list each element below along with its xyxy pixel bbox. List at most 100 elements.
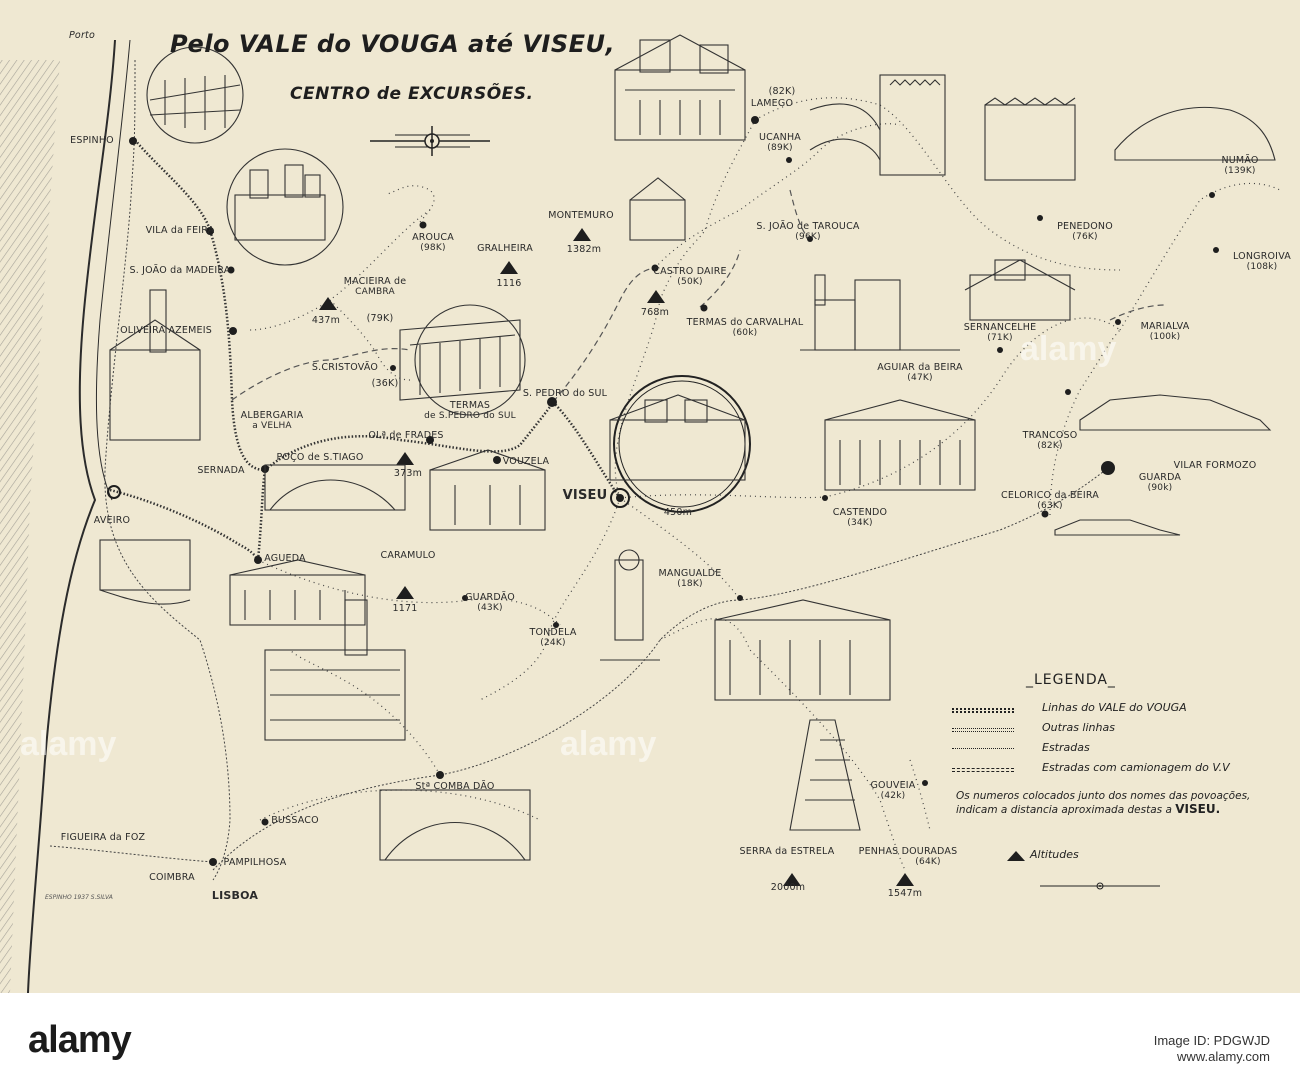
label-gralheira: GRALHEIRA — [477, 243, 533, 254]
coastline-inner — [95, 39, 131, 501]
legend-swatch-outras — [952, 728, 1014, 732]
legend-swatch-camionagem — [952, 768, 1014, 772]
legend-swatch-estradas — [952, 748, 1014, 749]
map-title: Pelo VALE do VOUGA até VISEU, — [170, 30, 616, 58]
label-mangualde: MANGUALDE(18K) — [658, 568, 722, 589]
label-penhas-douradas: PENHAS DOURADAS(64K) — [858, 846, 958, 867]
label-montemuro: MONTEMURO — [548, 210, 614, 221]
watermark: alamy — [1020, 330, 1117, 368]
label-coimbra: COIMBRA — [149, 872, 195, 883]
label-lamego-dist: (82K) — [768, 86, 796, 97]
label-s-pedro-sul: S. PEDRO do SUL — [522, 388, 608, 399]
label-s-cristovao: S.CRISTOVÃO — [311, 362, 379, 373]
label-figueira: FIGUEIRA da FOZ — [60, 832, 146, 843]
legend-title: _LEGENDA_ — [1026, 672, 1116, 688]
legend-row-vale-vouga: Linhas do VALE do VOUGA — [950, 701, 1270, 716]
label-pc-alt: 373m — [393, 468, 423, 479]
label-s-cristovao-dist: (36K) — [371, 378, 399, 389]
label-marialva: MARIALVA(100k) — [1140, 321, 1190, 342]
alamy-logo: alamy — [28, 1019, 132, 1061]
label-vouzela: VOUZELA — [502, 456, 550, 467]
label-sernada: SERNADA — [197, 465, 245, 476]
label-s-joao-tarouca: S. JOÃO de TAROUCA(96K) — [756, 221, 860, 242]
camionagem-roads — [231, 189, 1166, 403]
label-arouca: AROUCA(98K) — [412, 232, 454, 253]
footer-bar: alamy Image ID: PDGWJD www.alamy.com — [0, 993, 1300, 1083]
label-viseu: VISEU — [562, 488, 608, 503]
label-pampilhosa: PAMPILHOSA — [223, 857, 287, 868]
label-gralheira-alt: 1116 — [496, 278, 522, 289]
label-montemuro-alt: 1382m — [566, 244, 602, 255]
label-termas-carvalhal: TERMAS do CARVALHAL(60k) — [686, 317, 804, 338]
legend-text-camionagem: Estradas com camionagem do V.V — [1042, 761, 1230, 774]
label-ucanha: UCANHA(89K) — [758, 132, 802, 153]
legend-row-outras: Outras linhas — [950, 721, 1270, 736]
label-oliveira-azemeis: OLIVEIRA AZEMEIS — [120, 325, 212, 336]
watermark: alamy — [20, 725, 117, 763]
label-poco-tiago: POÇO de S.TIAGO — [276, 452, 364, 463]
sea-area — [0, 60, 60, 993]
label-serra-estrela: SERRA da ESTRELA — [739, 846, 835, 857]
label-bussaco: BUSSACO — [271, 815, 319, 826]
site-url: www.alamy.com — [1177, 1049, 1270, 1064]
label-oliveira-frades: OLª de FRADES — [368, 430, 444, 441]
label-santa-comba: Stª COMBA DÃO — [415, 781, 495, 792]
label-s-joao-madeira: S. JOÃO da MADEIRA — [129, 265, 231, 276]
vale-vouga-lines — [109, 139, 622, 561]
label-trancoso: TRANCOSO(82K) — [1022, 430, 1078, 451]
compass-rose — [370, 126, 490, 156]
coastline — [27, 39, 116, 993]
legend-text-outras: Outras linhas — [1042, 721, 1115, 734]
label-caramulo-alt: 1171 — [392, 603, 418, 614]
label-viseu-alt: 450m — [663, 507, 693, 518]
label-agueda: AGUEDA — [264, 553, 306, 564]
label-cd-alt: 768m — [640, 307, 670, 318]
label-caramulo: CARAMULO — [380, 550, 436, 561]
legend-row-estradas: Estradas — [950, 741, 1270, 756]
label-castendo: CASTENDO(34K) — [832, 507, 888, 528]
label-macieira-alt: 437m — [311, 315, 341, 326]
label-tondela: TONDELA(24K) — [529, 627, 577, 648]
label-gouveia: GOUVEIA(42k) — [870, 780, 916, 801]
label-lisboa: LISBOA — [211, 889, 259, 902]
label-lamego: LAMEGO — [750, 98, 794, 109]
legend-text-vale-vouga: Linhas do VALE do VOUGA — [1042, 701, 1187, 714]
label-macieira-dist: (79K) — [366, 313, 394, 324]
label-penhas-alt: 1547m — [887, 888, 923, 899]
illustrations — [99, 34, 1276, 861]
legend-text-estradas: Estradas — [1042, 741, 1090, 754]
label-vila-feira: VILA da FEIRA — [145, 225, 215, 236]
label-guardao: GUARDÃO(43K) — [465, 592, 515, 613]
viseu-inset — [613, 375, 751, 513]
estradas — [249, 97, 1281, 871]
image-id: Image ID: PDGWJD — [1153, 1033, 1270, 1048]
legend-scale-bar — [1040, 882, 1160, 890]
label-aveiro: AVEIRO — [93, 515, 131, 526]
legend-text-altitudes: Altitudes — [1030, 848, 1079, 861]
label-sernancelhe: SERNANCELHE(71K) — [963, 322, 1037, 343]
label-vilar-formozo: VILAR FORMOZO — [1173, 460, 1257, 471]
label-numao: NUMÃO(139K) — [1221, 155, 1259, 176]
watermark: alamy — [560, 725, 657, 763]
map-canvas: Pelo VALE do VOUGA até VISEU, CENTRO de … — [0, 0, 1300, 993]
altitude-markers — [319, 228, 914, 886]
map-subtitle: CENTRO de EXCURSÕES. — [290, 84, 534, 104]
label-penedono: PENEDONO(76K) — [1057, 221, 1113, 242]
label-serra-estrela-alt: 2000m — [770, 882, 806, 893]
legend-swatch-vale-vouga — [952, 708, 1014, 713]
label-aguiar: AGUIAR da BEIRA(47K) — [877, 362, 963, 383]
map-credit: ESPINHO 1937 S.SILVA — [45, 894, 113, 901]
label-castro-daire: CASTRO DAIRE(50K) — [653, 266, 727, 287]
outras-linhas — [49, 59, 1109, 881]
map-drawing — [0, 34, 1281, 993]
legend-altitude-icon — [1007, 851, 1025, 861]
label-longroiva: LONGROIVA(108k) — [1233, 251, 1291, 272]
label-guarda: GUARDA(90k) — [1138, 472, 1182, 493]
legend-row-camionagem: Estradas com camionagem do V.V — [950, 761, 1270, 776]
town-markers — [107, 116, 1219, 866]
label-espinho: ESPINHO — [70, 135, 114, 146]
label-porto: Porto — [69, 30, 95, 41]
